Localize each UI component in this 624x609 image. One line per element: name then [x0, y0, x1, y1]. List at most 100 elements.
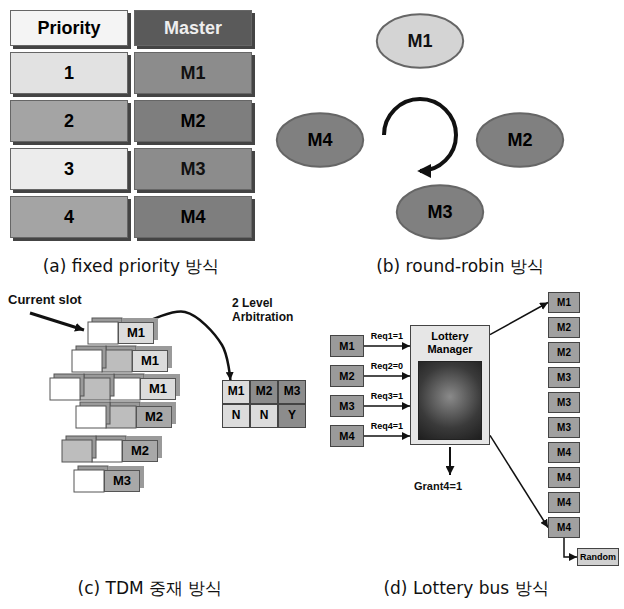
node-text: M3	[180, 159, 205, 180]
master-ellipse: M1	[375, 12, 465, 70]
node-text: N	[260, 409, 269, 423]
random-selector: Random	[577, 548, 619, 566]
arbitration-cell: M2	[250, 380, 278, 404]
node-text: M3	[339, 400, 354, 413]
master-box: M2	[330, 365, 364, 387]
table-cell: M2	[134, 100, 252, 142]
node-text: M2	[557, 322, 571, 334]
node-text: Random	[580, 552, 616, 562]
node-text: M4	[557, 472, 571, 484]
signal-label: Req4=1	[369, 422, 405, 432]
table-cell: M3	[134, 148, 252, 190]
node-text: Lottery Manager	[414, 330, 486, 355]
node-text: M2	[180, 111, 205, 132]
node-text: M2	[145, 410, 163, 425]
signal-label: Req3=1	[369, 392, 405, 402]
grant-arrow	[449, 447, 451, 475]
node-text: M3	[557, 397, 571, 409]
blank-cube	[76, 406, 106, 428]
ellipse-shape	[397, 185, 483, 238]
node-text: M4	[339, 430, 354, 443]
node-text: M2	[256, 385, 273, 399]
connector-arrow	[364, 435, 410, 437]
node-text: M2	[507, 130, 532, 151]
connector-arrow	[364, 375, 410, 377]
node-text: M3	[284, 385, 301, 399]
node-text: 3	[64, 159, 74, 180]
node-text: 4	[64, 207, 74, 228]
table-cell: 4	[10, 196, 128, 238]
slot-cube: M2	[122, 440, 158, 462]
table-cell: M4	[134, 196, 252, 238]
master-ellipse: M4	[275, 111, 365, 169]
node-text: M1	[180, 63, 205, 84]
rotation-arrow	[384, 99, 456, 171]
blank-cube	[74, 470, 104, 492]
signal-label: Req1=1	[369, 332, 405, 342]
arbitration-cell: Y	[278, 404, 306, 428]
lottery-ticket: M3	[548, 367, 580, 388]
signal-name: Grant4=1	[414, 480, 494, 493]
slot-cube: M2	[136, 406, 172, 428]
node-text: M1	[339, 340, 354, 353]
node-text: M4	[557, 497, 571, 509]
node-text: 2	[64, 111, 74, 132]
lottery-ticket: M1	[548, 292, 580, 313]
lottery-ticket: M3	[548, 392, 580, 413]
table-cell: M1	[134, 52, 252, 94]
signal-label: Req2=0	[369, 362, 405, 372]
ellipse-shape	[377, 14, 463, 67]
table-cell: 2	[10, 100, 128, 142]
master-box: M3	[330, 395, 364, 417]
lottery-ticket: M4	[548, 492, 580, 513]
ellipse-shape	[477, 113, 563, 166]
connector-arrow	[490, 435, 548, 527]
lottery-ticket: M2	[548, 317, 580, 338]
master-ellipse: M2	[475, 111, 565, 169]
node-text: M1	[228, 385, 245, 399]
lottery-ticket: M4	[548, 442, 580, 463]
slot-pointer-arrow	[30, 313, 84, 330]
figure-caption: (a) fixed priority 방식	[0, 256, 262, 276]
table-cell: Priority	[10, 10, 128, 46]
lottery-ticket: M3	[548, 417, 580, 438]
figure-caption: (c) TDM 중재 방식	[0, 578, 300, 598]
slot-label: Current slot	[8, 292, 118, 308]
master-ellipse: M3	[395, 183, 485, 241]
figure-caption: (b) round-robin 방식	[300, 256, 620, 276]
arbitration-cell: M3	[278, 380, 306, 404]
node-text: M1	[557, 297, 571, 309]
node-text: M4	[307, 130, 332, 151]
blank-slot-cubes	[50, 318, 144, 492]
slot-cube: M3	[104, 470, 140, 492]
blank-cube	[72, 350, 102, 372]
arbitration-cell: N	[250, 404, 278, 428]
node-text: M1	[407, 31, 432, 52]
node-text: N	[232, 409, 241, 423]
arbitration-label: 2 Level Arbitration	[232, 296, 310, 325]
slot-cube: M1	[132, 350, 168, 372]
node-text: Priority	[37, 18, 100, 39]
lottery-manager-box: Lottery Manager	[410, 325, 490, 445]
node-text: M4	[557, 522, 571, 534]
node-text: M2	[131, 444, 149, 459]
node-text: Y	[288, 409, 296, 423]
blank-cube	[50, 378, 80, 400]
blank-cube	[88, 322, 118, 344]
node-text: 1	[64, 63, 74, 84]
node-text: M3	[113, 474, 131, 489]
node-text: M2	[557, 347, 571, 359]
blank-cube	[62, 440, 92, 462]
node-text: M2	[339, 370, 354, 383]
lottery-ticket: M4	[548, 517, 580, 538]
node-text: M1	[149, 382, 167, 397]
figure-caption: (d) Lottery bus 방식	[310, 578, 622, 598]
node-text: M1	[127, 326, 145, 341]
node-text: M3	[427, 202, 452, 223]
slot-cube: M1	[140, 378, 176, 400]
table-cell: 1	[10, 52, 128, 94]
connector-arrow	[490, 303, 548, 335]
lottery-ticket: M4	[548, 467, 580, 488]
node-text: M3	[557, 422, 571, 434]
